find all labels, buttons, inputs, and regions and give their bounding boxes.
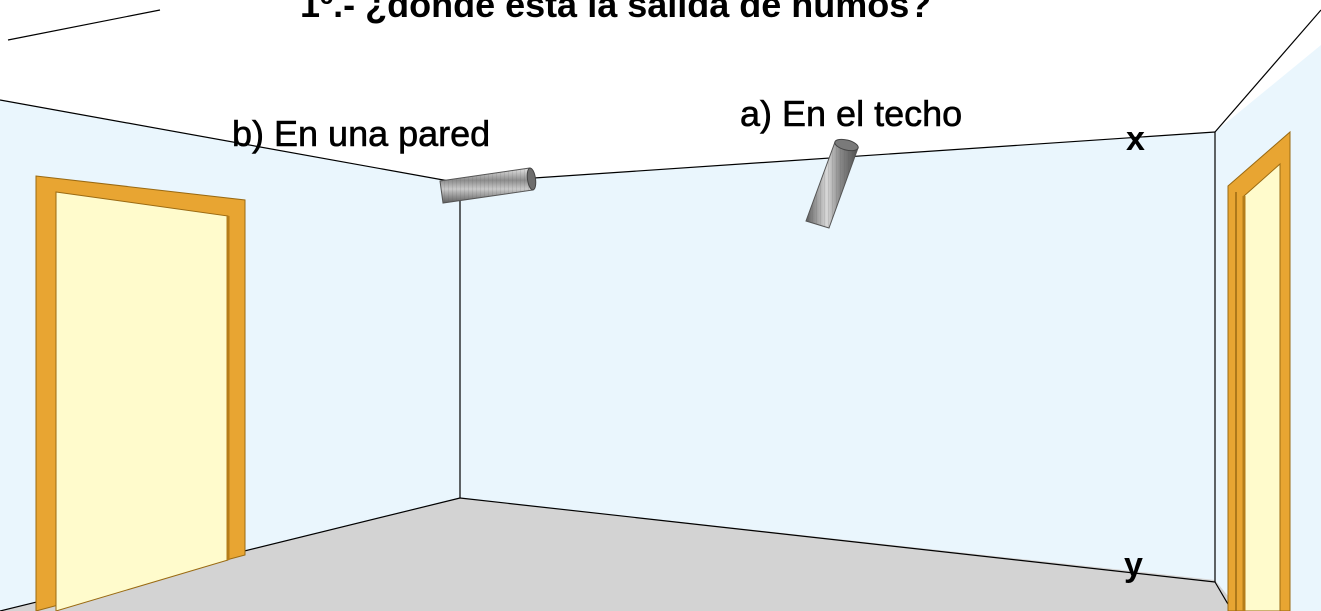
back-wall	[460, 132, 1215, 580]
marker-x-label: x	[1126, 120, 1145, 158]
left-door-icon	[35, 175, 246, 611]
wall-duct-pipe-icon	[439, 167, 537, 204]
marker-y-label: y	[1124, 546, 1143, 584]
option-a-label: a) En el techo	[740, 93, 963, 134]
floor	[0, 498, 1240, 611]
right-door-icon	[1227, 130, 1291, 611]
question-title: 1º.- ¿dónde está la salida de humos?	[300, 0, 932, 25]
ceiling-duct-pipe-icon	[805, 138, 859, 229]
ceiling	[0, 0, 1321, 183]
option-b-label: b) En una pared	[232, 113, 491, 154]
